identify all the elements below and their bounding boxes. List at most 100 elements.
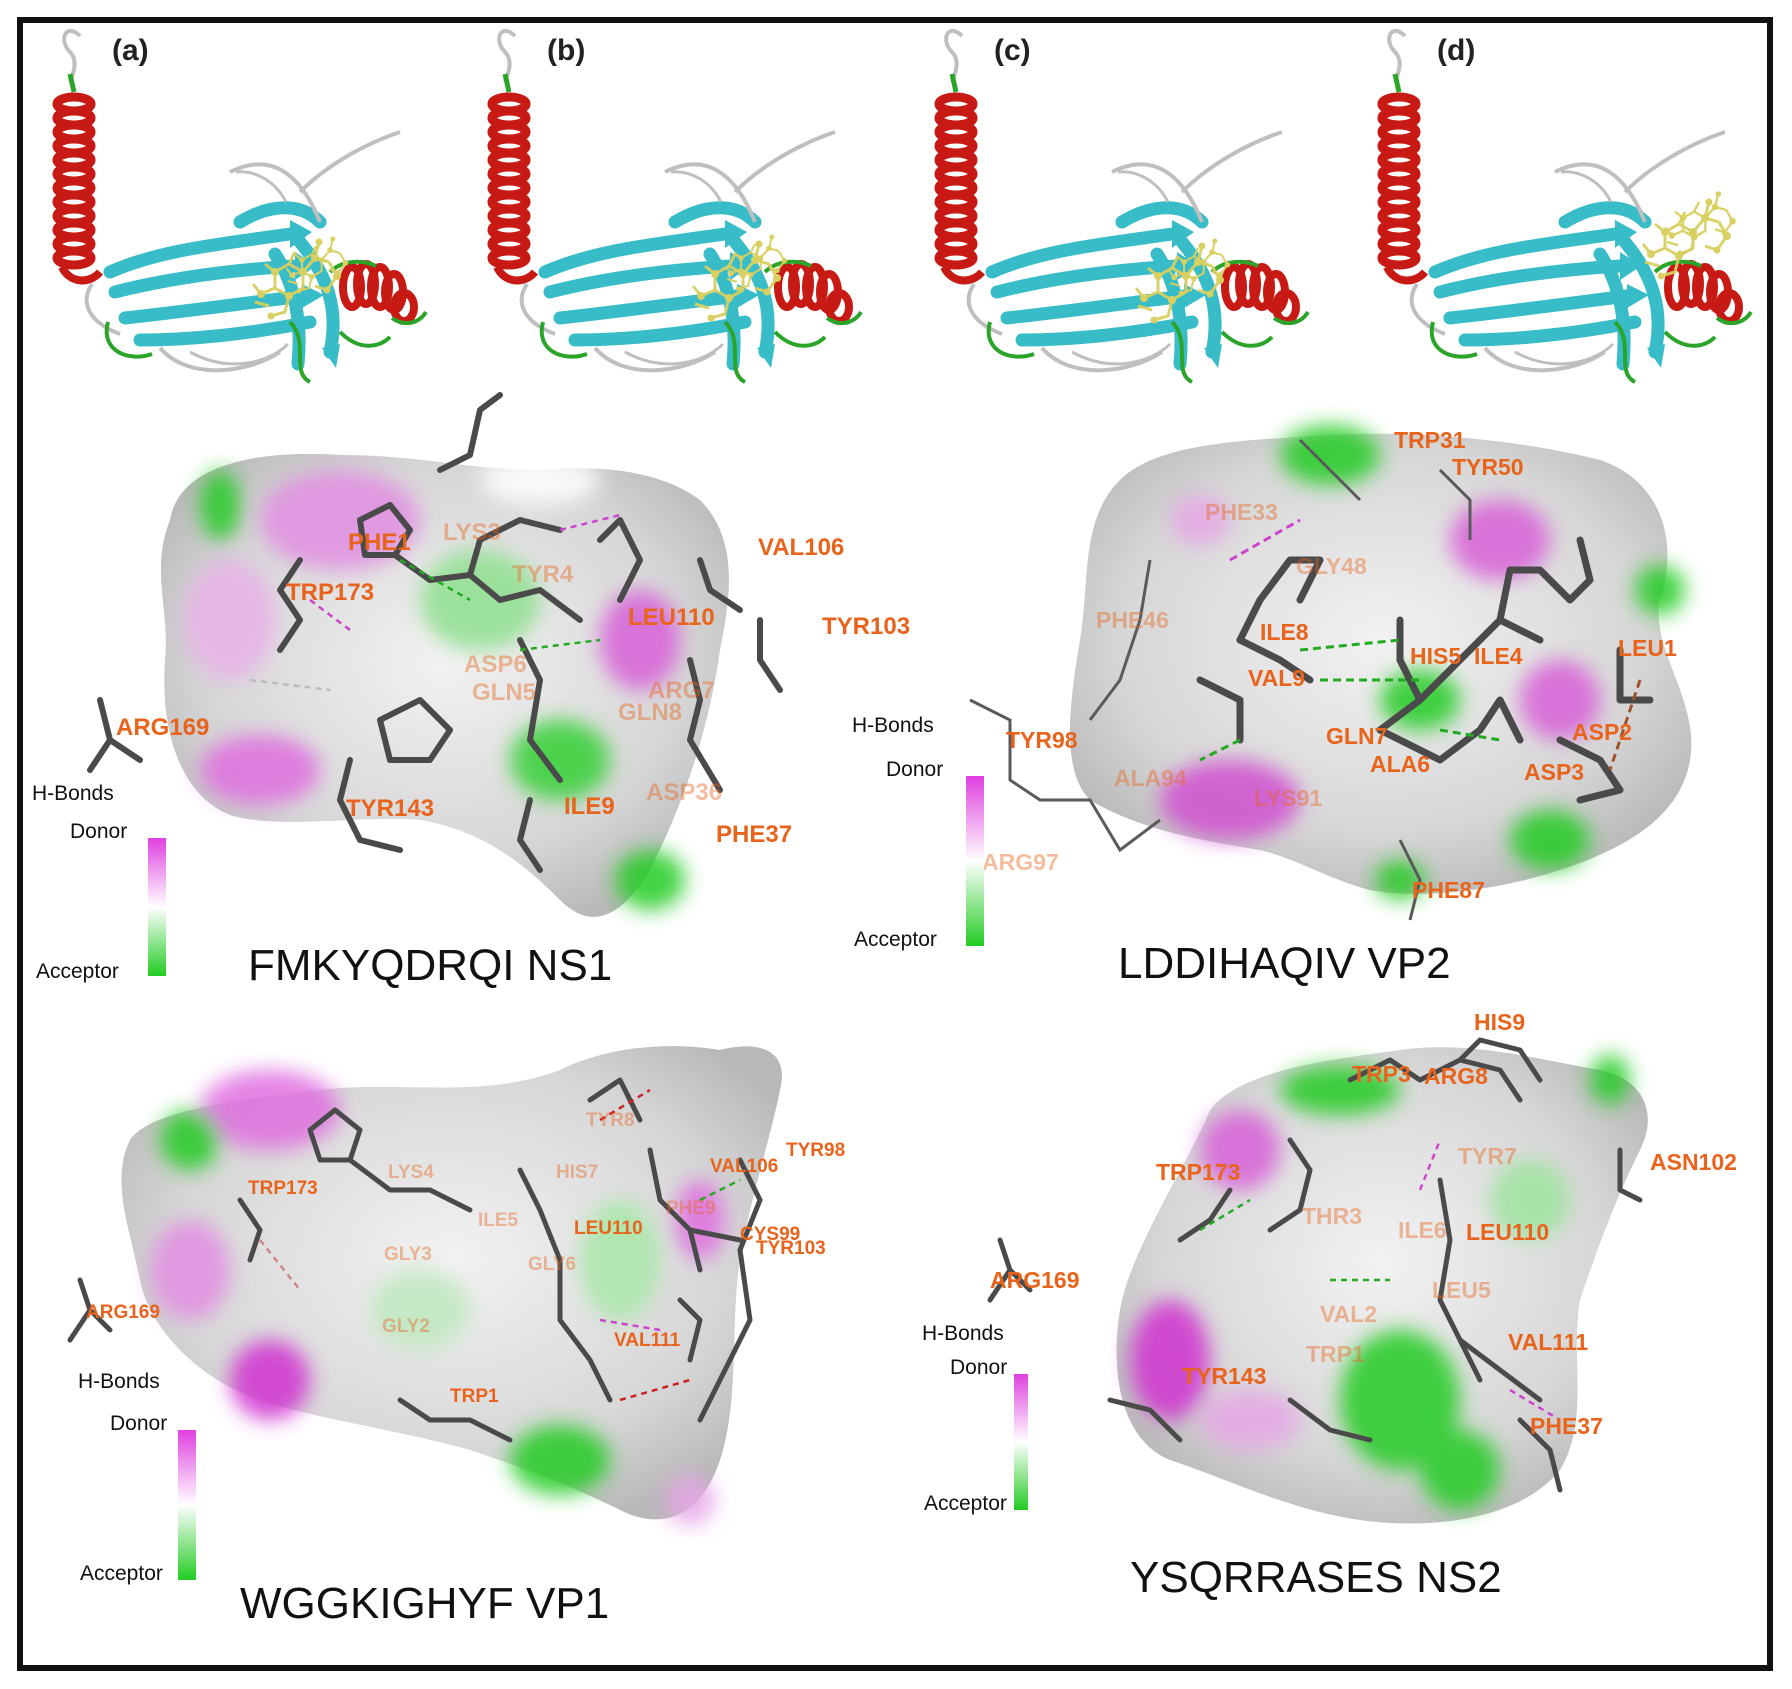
binding-surface bbox=[121, 1046, 782, 1525]
residue-label: TYR143 bbox=[346, 795, 434, 822]
peptide-title: FMKYQDRQI NS1 bbox=[248, 941, 612, 990]
hbond-dashes bbox=[1199, 518, 1642, 771]
residue-label: ARG169 bbox=[116, 714, 209, 741]
residue-labels: TRP31 TYR50 PHE33 GLY48 PHE46 ILE8 HIS5 … bbox=[982, 427, 1677, 903]
residue-label: VAL9 bbox=[1248, 665, 1305, 691]
legend-donor: Donor bbox=[70, 820, 127, 843]
legend-gradient-bar bbox=[178, 1430, 196, 1580]
residue-label: LEU5 bbox=[1432, 1277, 1491, 1303]
hbond-legend: H-Bonds Donor Acceptor bbox=[78, 1370, 196, 1585]
residue-label: TYR7 bbox=[1458, 1143, 1517, 1169]
residue-label: TYR50 bbox=[1452, 454, 1524, 480]
residue-label: VAL111 bbox=[1508, 1329, 1588, 1355]
residue-labels: PHE1 LYS3 TRP173 TYR4 VAL106 LEU110 TYR1… bbox=[116, 519, 910, 848]
structure-panel-b: (b) bbox=[492, 31, 861, 382]
panel-label-b: (b) bbox=[547, 34, 585, 67]
residue-label: GLN7 bbox=[1326, 723, 1387, 749]
hbond-legend: H-Bonds Donor Acceptor bbox=[852, 714, 984, 951]
residue-label: THR3 bbox=[1302, 1203, 1362, 1229]
legend-donor: Donor bbox=[110, 1412, 167, 1435]
ligand-sticks-thin bbox=[969, 438, 1472, 921]
residue-label: VAL2 bbox=[1320, 1301, 1377, 1327]
legend-title: H-Bonds bbox=[922, 1322, 1004, 1345]
residue-label: TYR103 bbox=[756, 1238, 826, 1259]
residue-label: ARG8 bbox=[1424, 1063, 1488, 1089]
residue-label: TRP31 bbox=[1394, 427, 1466, 453]
residue-label: PHE87 bbox=[1412, 877, 1485, 903]
residue-label: HIS9 bbox=[1474, 1009, 1525, 1035]
residue-label: ASP3 bbox=[1524, 759, 1584, 785]
residue-label: ARG97 bbox=[982, 849, 1059, 875]
residue-label: PHE37 bbox=[1530, 1413, 1603, 1439]
residue-label: PHE33 bbox=[1205, 499, 1278, 525]
hbond-dashes bbox=[1199, 1139, 1561, 1422]
residue-label: TRP1 bbox=[450, 1386, 499, 1407]
docking-panel-ns2: HIS9 TRP3 ARG8 ASN102 TRP173 TYR7 THR3 I… bbox=[922, 1009, 1737, 1602]
hbond-legend: H-Bonds Donor Acceptor bbox=[32, 782, 166, 983]
residue-label: TYR103 bbox=[822, 613, 910, 640]
residue-label: PHE1 bbox=[348, 529, 411, 556]
binding-surface bbox=[160, 453, 729, 917]
legend-acceptor: Acceptor bbox=[36, 960, 119, 983]
residue-label: ALA94 bbox=[1114, 765, 1187, 791]
residue-label: ASP36 bbox=[646, 779, 722, 806]
residue-label: ASP2 bbox=[1572, 719, 1632, 745]
structure-panel-d: (d) bbox=[1382, 31, 1751, 382]
residue-label: LEU1 bbox=[1618, 635, 1677, 661]
residue-label: VAL111 bbox=[614, 1330, 681, 1351]
legend-acceptor: Acceptor bbox=[924, 1492, 1007, 1515]
ligand-sticks bbox=[87, 392, 783, 873]
docking-panel-ns1: PHE1 LYS3 TRP173 TYR4 VAL106 LEU110 TYR1… bbox=[32, 392, 910, 990]
residue-label: GLY2 bbox=[382, 1316, 430, 1337]
legend-gradient-bar bbox=[1014, 1374, 1028, 1510]
residue-label: VAL106 bbox=[710, 1156, 778, 1177]
residue-label: LYS3 bbox=[443, 519, 501, 546]
residue-label: PHE9 bbox=[666, 1198, 716, 1219]
residue-label: PHE37 bbox=[716, 821, 792, 848]
residue-label: ASN102 bbox=[1650, 1149, 1737, 1175]
residue-label: TYR98 bbox=[786, 1140, 845, 1161]
residue-label: LEU110 bbox=[574, 1218, 643, 1239]
peptide-title: YSQRRASES NS2 bbox=[1130, 1553, 1502, 1602]
residue-label: CYS99 bbox=[740, 1224, 800, 1245]
ligand-sticks bbox=[987, 1037, 1643, 1493]
residue-label: TYR8 bbox=[586, 1110, 635, 1131]
residue-label: GLY6 bbox=[528, 1254, 576, 1275]
panel-label-d: (d) bbox=[1437, 34, 1475, 67]
legend-gradient-bar bbox=[966, 776, 984, 946]
residue-label: ILE6 bbox=[1398, 1217, 1447, 1243]
residue-label: ILE5 bbox=[478, 1210, 519, 1231]
residue-labels: HIS9 TRP3 ARG8 ASN102 TRP173 TYR7 THR3 I… bbox=[990, 1009, 1737, 1439]
legend-acceptor: Acceptor bbox=[854, 928, 937, 951]
residue-label: ARG7 bbox=[648, 677, 715, 704]
residue-label: LYS91 bbox=[1254, 785, 1322, 811]
residue-label: GLN8 bbox=[618, 699, 682, 726]
residue-label: TRP173 bbox=[248, 1178, 318, 1199]
residue-label: LEU110 bbox=[1466, 1219, 1549, 1245]
residue-label: GLY3 bbox=[384, 1244, 432, 1265]
residue-label: TRP173 bbox=[286, 579, 374, 606]
residue-label: TYR4 bbox=[512, 561, 574, 588]
residue-label: ILE4 bbox=[1474, 643, 1523, 669]
residue-label: GLN5 bbox=[472, 679, 536, 706]
residue-label: TYR98 bbox=[1006, 727, 1078, 753]
residue-label: TRP173 bbox=[1156, 1159, 1240, 1185]
structure-panel-a: (a) bbox=[57, 31, 426, 382]
legend-acceptor: Acceptor bbox=[80, 1562, 163, 1585]
ligand-sticks bbox=[67, 1077, 763, 1443]
residue-label: TRP1 bbox=[1306, 1341, 1365, 1367]
residue-label: ILE8 bbox=[1260, 619, 1309, 645]
residue-label: LYS4 bbox=[388, 1162, 434, 1183]
residue-label: ALA6 bbox=[1370, 751, 1430, 777]
hbond-dashes bbox=[259, 1088, 741, 1402]
panel-label-a: (a) bbox=[112, 34, 149, 67]
docking-panel-vp2: TRP31 TYR50 PHE33 GLY48 PHE46 ILE8 HIS5 … bbox=[852, 425, 1692, 988]
residue-label: LEU110 bbox=[628, 604, 715, 631]
binding-surface bbox=[1116, 1047, 1648, 1524]
ligand-sticks bbox=[1196, 536, 1654, 804]
residue-label: ARG169 bbox=[990, 1267, 1079, 1293]
peptide-title: LDDIHAQIV VP2 bbox=[1118, 939, 1451, 988]
legend-title: H-Bonds bbox=[852, 714, 934, 737]
